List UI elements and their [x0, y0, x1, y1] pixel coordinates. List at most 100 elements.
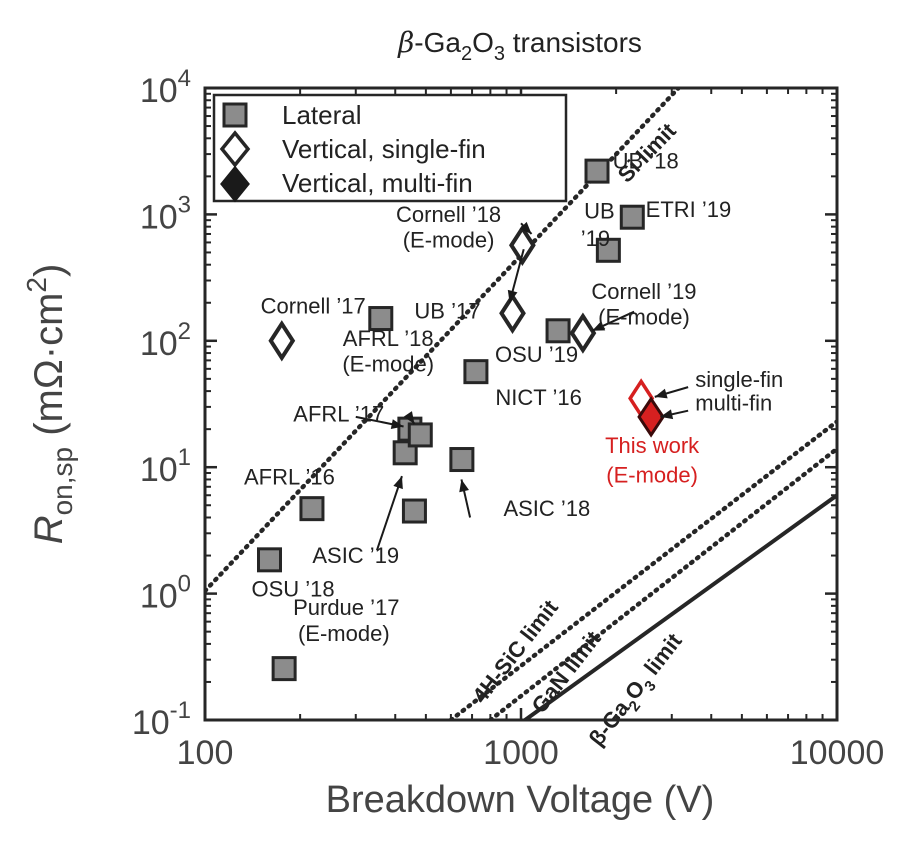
marker-1-0: [268, 320, 296, 362]
y-tick-exp-5: 4: [178, 65, 191, 92]
y-tick-label-2: 101: [140, 444, 191, 489]
annotation-19: Purdue ’17: [293, 595, 399, 620]
marker-0-9: [463, 359, 489, 385]
title-sub-2: 2: [461, 43, 472, 65]
title-o: O: [472, 27, 494, 58]
marker-0-1: [271, 656, 297, 682]
arrow-head-4: [403, 411, 415, 424]
annotation-7: (E-mode): [598, 304, 690, 329]
arrow-head-3: [390, 419, 404, 430]
annotation-24: (E-mode): [606, 462, 698, 487]
annotation-23: This work: [605, 433, 700, 458]
annotation-3: ’19: [581, 226, 610, 251]
marker-0-2: [299, 496, 325, 522]
annotation-8: Cornell ’17: [261, 293, 366, 318]
arrow-head-7: [459, 479, 469, 493]
chart-title: β-Ga2O3 transistors: [397, 26, 642, 65]
legend-marker-multi-fin: [220, 165, 250, 203]
x-tick-label-0: 100: [177, 734, 234, 772]
annotation-1: ETRI ’19: [646, 197, 732, 222]
title-beta: β: [397, 26, 414, 59]
marker-0-11: [584, 158, 610, 184]
y-tick-base-4: 10: [140, 198, 178, 236]
annotation-13: NICT ’16: [495, 385, 581, 410]
arrow-shaft-8: [375, 475, 403, 551]
ylabel-close: ): [27, 264, 71, 277]
y-tick-label-0: 10-1: [132, 697, 191, 742]
y-tick-label-5: 104: [140, 65, 191, 110]
y-tick-exp-2: 1: [178, 444, 191, 471]
annotation-12: OSU ’19: [495, 342, 578, 367]
legend-marker-single-fin: [219, 130, 251, 168]
annotation-22: multi-fin: [695, 391, 772, 416]
marker-1-1: [499, 292, 526, 334]
y-tick-label-1: 100: [140, 571, 191, 616]
limit-line-2: [488, 446, 837, 720]
annotation-18: OSU ’18: [252, 576, 335, 601]
marker-0-0: [257, 547, 283, 573]
annotation-4: Cornell ’18: [396, 202, 501, 227]
arrow-head-5: [654, 388, 668, 399]
y-tick-base-1: 10: [140, 578, 178, 616]
annotation-9: UB ’17: [414, 299, 480, 324]
annotation-arrows: [355, 221, 689, 551]
marker-1-2: [508, 224, 536, 266]
x-tick-label-1: 1000: [483, 734, 559, 772]
arrow-head-8: [393, 476, 403, 490]
limit-line-1: [448, 419, 837, 720]
data-markers: [257, 158, 665, 682]
marker-0-12: [595, 237, 621, 263]
legend: Lateral Vertical, single-fin Vertical, m…: [212, 93, 568, 203]
marker-0-6: [407, 422, 433, 448]
annotation-14: AFRL ’17: [293, 401, 384, 426]
y-axis-label: Ron,sp (mΩ·cm2): [21, 264, 78, 545]
y-tick-label-3: 102: [140, 318, 191, 363]
marker-0-7: [401, 498, 427, 524]
y-tick-base-3: 10: [140, 325, 178, 363]
marker-0-8: [449, 447, 475, 473]
annotation-10: AFRL ’18: [343, 326, 434, 351]
y-tick-base-0: 10: [132, 704, 170, 742]
marker-1-3: [569, 312, 597, 354]
y-tick-exp-1: 0: [178, 571, 191, 598]
y-tick-label-4: 103: [140, 191, 191, 236]
annotation-21: single-fin: [695, 367, 783, 392]
arrow-head-1: [507, 289, 518, 303]
marker-3-0: [637, 396, 665, 438]
annotation-0: UB ’18: [613, 149, 679, 174]
x-tick-label-2: 10000: [790, 734, 885, 772]
annotation-17: ASIC ’19: [312, 543, 399, 568]
annotation-20: (E-mode): [298, 621, 390, 646]
ylabel-unit: (mΩ·cm: [27, 293, 71, 447]
title-main: -Ga: [414, 27, 461, 58]
y-tick-exp-3: 2: [178, 318, 191, 345]
y-tick-base-2: 10: [140, 451, 178, 489]
annotation-16: ASIC ’18: [503, 496, 590, 521]
legend-label-lateral: Lateral: [282, 100, 362, 130]
annotation-2: UB: [584, 198, 615, 223]
arrow-head-6: [660, 409, 674, 420]
arrow-head-0: [519, 221, 532, 234]
legend-label-single-fin: Vertical, single-fin: [282, 134, 486, 164]
legend-box: [212, 93, 568, 203]
marker-0-10: [545, 318, 571, 344]
annotation-5: (E-mode): [403, 228, 495, 253]
arrow-head-2: [592, 321, 606, 331]
annotation-11: (E-mode): [342, 352, 434, 377]
marker-0-13: [619, 204, 645, 230]
ylabel-r: R: [27, 515, 71, 544]
annotation-6: Cornell ’19: [591, 279, 696, 304]
title-rest: transistors: [505, 27, 642, 58]
y-tick-base-5: 10: [140, 72, 178, 110]
annotation-15: AFRL ’16: [244, 464, 335, 489]
title-sub-3: 3: [494, 43, 505, 65]
marker-0-3: [368, 306, 394, 332]
y-tick-exp-0: -1: [170, 697, 191, 724]
ylabel-sub: on,sp: [47, 447, 78, 516]
legend-label-multi-fin: Vertical, multi-fin: [282, 168, 473, 198]
ylabel-sup: 2: [21, 277, 52, 293]
x-axis-label: Breakdown Voltage (V): [326, 779, 715, 821]
